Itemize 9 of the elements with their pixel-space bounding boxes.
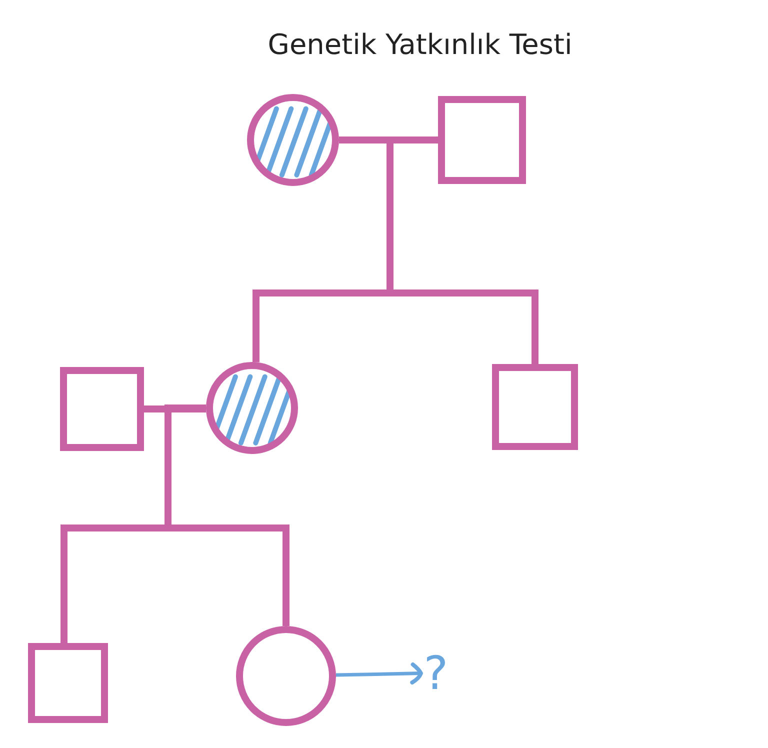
circle-symbol [236,626,336,726]
square-symbol [60,367,144,451]
square-symbol [438,96,526,184]
question-mark: ? [421,648,451,698]
square-symbol [28,643,108,723]
hatched-circle [206,362,298,454]
diagram-title: Genetik Yatkınlık Testi [266,28,574,62]
hatched-circle [247,94,339,186]
square-symbol [492,364,578,450]
